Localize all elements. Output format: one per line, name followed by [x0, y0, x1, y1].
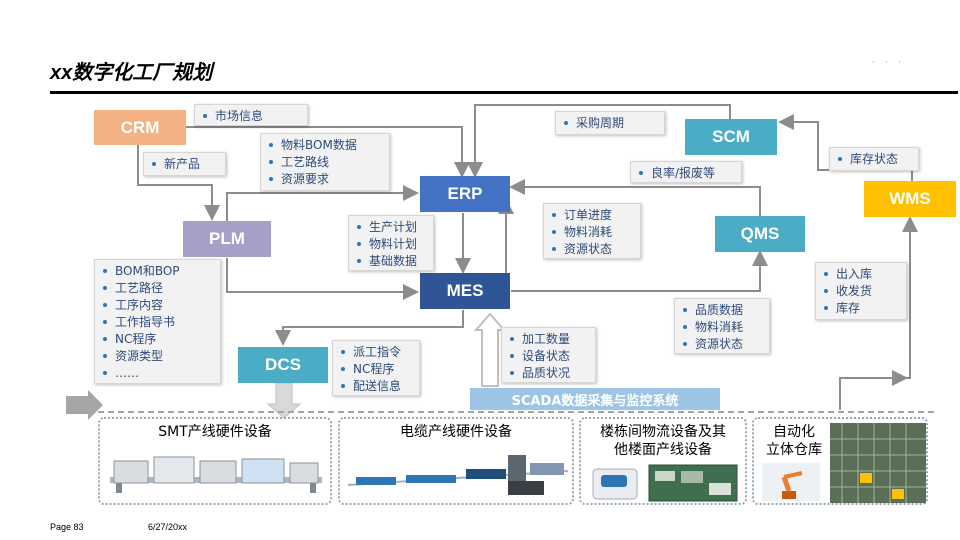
arrow-panel-wms [839, 370, 908, 410]
panel-logistics-title-2: 他楼面产线设备 [614, 442, 712, 458]
bullet-icon [103, 370, 107, 375]
dcs-box[interactable]: DCS [238, 347, 328, 383]
erp-box[interactable]: ERP [420, 176, 510, 212]
mes-box[interactable]: MES [420, 273, 510, 309]
panel-smt-title: SMT产线硬件设备 [158, 424, 272, 440]
arrow-crm-plm [137, 145, 220, 221]
bullet-icon [824, 271, 828, 276]
note-yield: 良率/报废等 [630, 161, 742, 183]
note-production-plan: 生产计划 物料计划 基础数据 [348, 215, 434, 271]
arrow-plm-erp [226, 185, 419, 222]
bullet-icon [552, 212, 556, 217]
bullet-icon [357, 258, 361, 263]
qms-box[interactable]: QMS [715, 216, 805, 252]
bullet-icon [510, 370, 514, 375]
title-rule [50, 91, 958, 94]
bullet-icon [639, 170, 643, 175]
bullet-icon [103, 302, 107, 307]
bullet-icon [103, 319, 107, 324]
scm-box[interactable]: SCM [685, 119, 777, 155]
logistics-image [592, 464, 738, 502]
crm-box[interactable]: CRM [94, 110, 186, 145]
footer-date: 6/27/20xx [148, 522, 188, 532]
panel-warehouse-title-1: 自动化 [773, 424, 815, 440]
scada-up-arrow [473, 312, 507, 387]
bullet-icon [824, 305, 828, 310]
left-chevron-arrow [66, 390, 103, 420]
cable-line-image [348, 455, 568, 495]
bullet-icon [357, 224, 361, 229]
bullet-icon [564, 120, 568, 125]
warehouse-racks-image [830, 423, 926, 503]
note-bom: 物料BOM数据 工艺路线 资源要求 [260, 133, 390, 191]
note-processing: 加工数量 设备状态 品质状况 [501, 327, 596, 383]
bullet-icon [824, 288, 828, 293]
scada-bar[interactable]: SCADA数据采集与监控系统 [470, 388, 720, 410]
bullet-icon [152, 161, 156, 166]
panel-cable-title: 电缆产线硬件设备 [400, 424, 512, 440]
robot-arm-image [762, 463, 820, 501]
bullet-icon [203, 113, 207, 118]
note-wms-ops: 出入库 收发货 库存 [815, 262, 907, 320]
arrow-wms-scm [778, 114, 913, 182]
panel-cable[interactable]: 电缆产线硬件设备 [338, 417, 574, 505]
bullet-icon [103, 268, 107, 273]
note-plm-list: BOM和BOP 工艺路径 工序内容 工作指导书 NC程序 资源类型 …… [94, 259, 221, 384]
bullet-icon [683, 324, 687, 329]
arrow-scm-erp [467, 104, 731, 178]
panel-logistics[interactable]: 楼栋间物流设备及其 他楼面产线设备 [579, 417, 747, 505]
smt-line-image [110, 456, 322, 493]
panel-smt[interactable]: SMT产线硬件设备 [98, 417, 332, 505]
arrow-crm-erp [186, 126, 470, 178]
bullet-icon [103, 336, 107, 341]
page-title: xx数字化工厂规划 [50, 62, 213, 84]
note-inventory-status: 库存状态 [829, 147, 919, 171]
bullet-icon [341, 366, 345, 371]
panel-warehouse[interactable]: 自动化 立体仓库 [752, 417, 928, 505]
plm-box[interactable]: PLM [183, 221, 271, 257]
divider-dashed-line [98, 411, 934, 413]
bullet-icon [552, 246, 556, 251]
bullet-icon [269, 159, 273, 164]
panel-warehouse-title-2: 立体仓库 [766, 442, 822, 458]
arrow-mes-dcs [275, 310, 464, 346]
bullet-icon [552, 229, 556, 234]
note-market: 市场信息 [194, 104, 308, 126]
bullet-icon [510, 336, 514, 341]
panel-logistics-title-1: 楼栋间物流设备及其 [600, 424, 726, 440]
bullet-icon [838, 156, 842, 161]
note-purchase: 采购周期 [555, 111, 665, 135]
corner-marks: · · · [872, 58, 905, 67]
bullet-icon [683, 341, 687, 346]
bullet-icon [269, 176, 273, 181]
note-order-progress: 订单进度 物料消耗 资源状态 [543, 203, 641, 259]
wms-box[interactable]: WMS [864, 181, 956, 217]
arrow-plm-mes [226, 258, 419, 300]
note-quality: 品质数据 物料消耗 资源状态 [674, 298, 770, 354]
bullet-icon [341, 349, 345, 354]
bullet-icon [357, 241, 361, 246]
note-dispatch: 派工指令 NC程序 配送信息 [332, 340, 420, 396]
arrow-qms-erp [509, 179, 761, 216]
arrow-mes-qms [511, 250, 768, 292]
bullet-icon [269, 142, 273, 147]
bullet-icon [510, 353, 514, 358]
bullet-icon [683, 307, 687, 312]
note-new-product: 新产品 [143, 152, 226, 176]
bullet-icon [103, 353, 107, 358]
bullet-icon [341, 383, 345, 388]
bullet-icon [103, 285, 107, 290]
footer-page-number: Page 83 [50, 522, 84, 532]
